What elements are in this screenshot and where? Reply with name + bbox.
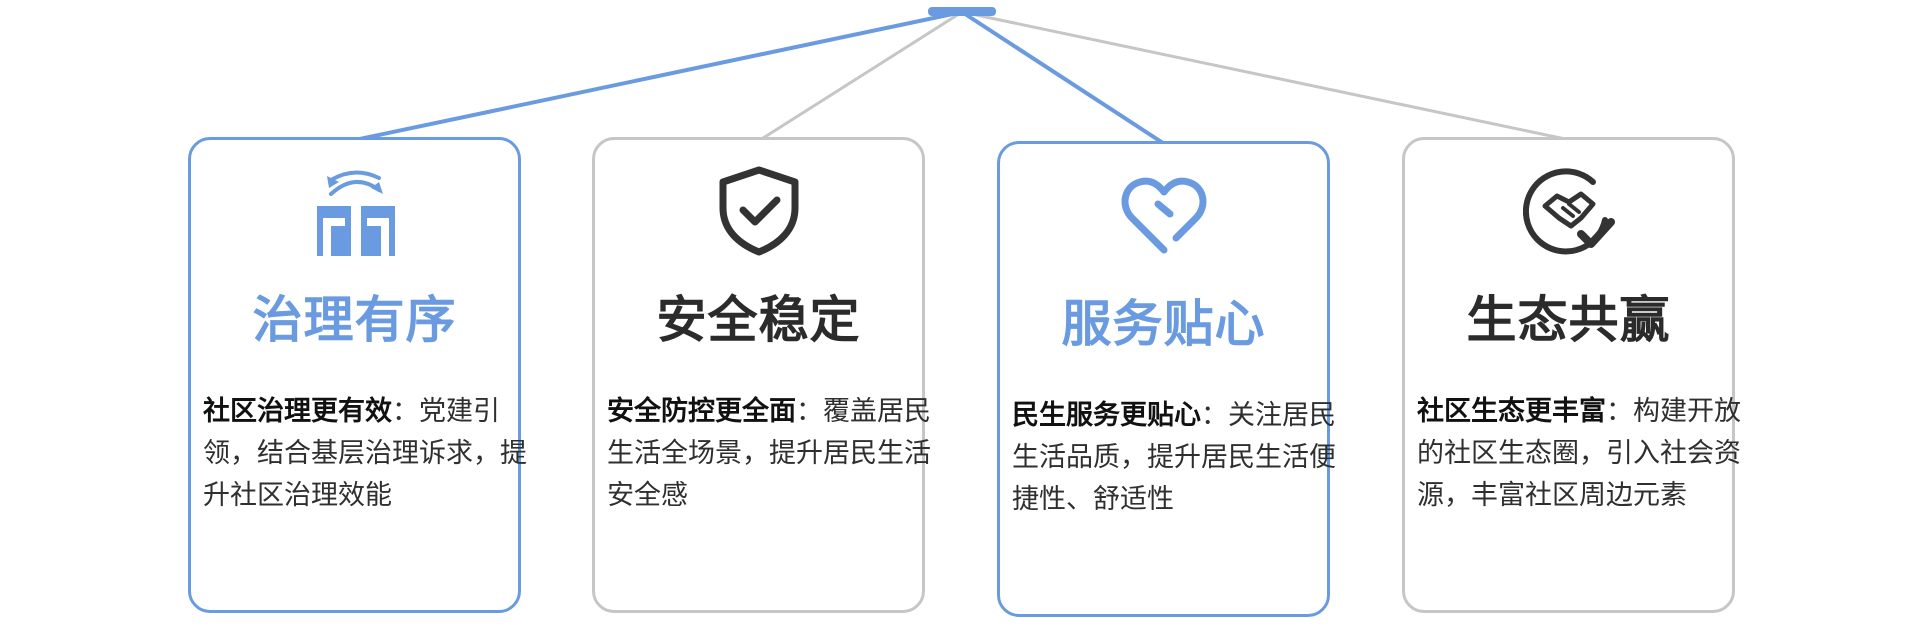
shield-check-icon	[713, 164, 805, 256]
card-separator: ：	[796, 396, 823, 427]
connector-line-2	[759, 10, 963, 142]
card-title: 服务贴心	[1061, 295, 1266, 353]
handshake-check-icon	[1522, 164, 1615, 256]
card-lead: 民生服务更贴心	[1012, 400, 1201, 431]
card-separator: ：	[1606, 396, 1633, 427]
card-title: 安全稳定	[656, 291, 861, 349]
card-title: 生态共赢	[1466, 291, 1671, 349]
card-ecosystem: 生态共赢 社区生态更丰富：构建开放的社区生态圈，引入社会资源，丰富社区周边元素	[1402, 137, 1741, 613]
hub-bar	[928, 7, 996, 16]
card-lead: 社区治理更有效	[203, 396, 392, 427]
card-lead: 社区生态更丰富	[1417, 396, 1606, 427]
connector-line-3	[960, 10, 1165, 145]
card-description: 社区治理更有效：党建引领，结合基层治理诉求，提升社区治理效能	[203, 391, 533, 517]
card-body: 构建开放的社区生态圈，引入社会资源，丰富社区周边元素	[1417, 396, 1741, 511]
card-governance: 治理有序 社区治理更有效：党建引领，结合基层治理诉求，提升社区治理效能	[188, 137, 527, 613]
connector-line-1	[354, 10, 963, 142]
card-description: 民生服务更贴心：关注居民生活品质，提升居民生活便捷性、舒适性	[1012, 395, 1342, 521]
card-separator: ：	[1201, 400, 1228, 431]
buildings-exchange-icon	[309, 164, 401, 256]
card-service: 服务贴心 民生服务更贴心：关注居民生活品质，提升居民生活便捷性、舒适性	[997, 141, 1336, 617]
card-separator: ：	[392, 396, 419, 427]
card-lead: 安全防控更全面	[607, 396, 796, 427]
card-description: 安全防控更全面：覆盖居民生活全场景，提升居民生活安全感	[607, 391, 937, 517]
connector-line-4	[961, 10, 1571, 142]
heart-icon	[1118, 168, 1210, 260]
card-title: 治理有序	[252, 291, 457, 349]
card-body: 覆盖居民生活全场景，提升居民生活安全感	[607, 396, 931, 511]
card-body: 党建引领，结合基层治理诉求，提升社区治理效能	[203, 396, 527, 511]
card-description: 社区生态更丰富：构建开放的社区生态圈，引入社会资源，丰富社区周边元素	[1417, 391, 1747, 517]
card-body: 关注居民生活品质，提升居民生活便捷性、舒适性	[1012, 400, 1336, 515]
card-safety: 安全稳定 安全防控更全面：覆盖居民生活全场景，提升居民生活安全感	[592, 137, 931, 613]
